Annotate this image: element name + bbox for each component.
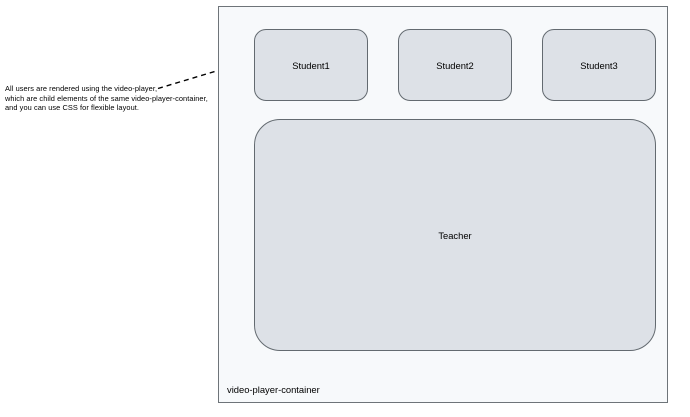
video-player-container-label: video-player-container (227, 384, 320, 395)
student-video-player-row: Student1 Student2 Student3 (254, 29, 656, 101)
annotation-note: All users are rendered using the video-p… (5, 84, 208, 113)
video-player-container: Student1 Student2 Student3 Teacher video… (218, 6, 668, 403)
annotation-line-1: All users are rendered using the video-p… (5, 84, 158, 93)
video-player-student2-label: Student2 (436, 59, 474, 71)
video-player-student1[interactable]: Student1 (254, 29, 368, 101)
video-player-student3-label: Student3 (580, 59, 618, 71)
video-player-teacher[interactable]: Teacher (254, 119, 656, 351)
video-player-student3[interactable]: Student3 (542, 29, 656, 101)
annotation-line-2: which are child elements of the same vid… (5, 93, 208, 103)
video-player-student1-label: Student1 (292, 59, 330, 71)
video-player-teacher-label: Teacher (438, 229, 472, 241)
annotation-line-3: and you can use CSS for flexible layout. (5, 103, 140, 113)
video-player-student2[interactable]: Student2 (398, 29, 512, 101)
